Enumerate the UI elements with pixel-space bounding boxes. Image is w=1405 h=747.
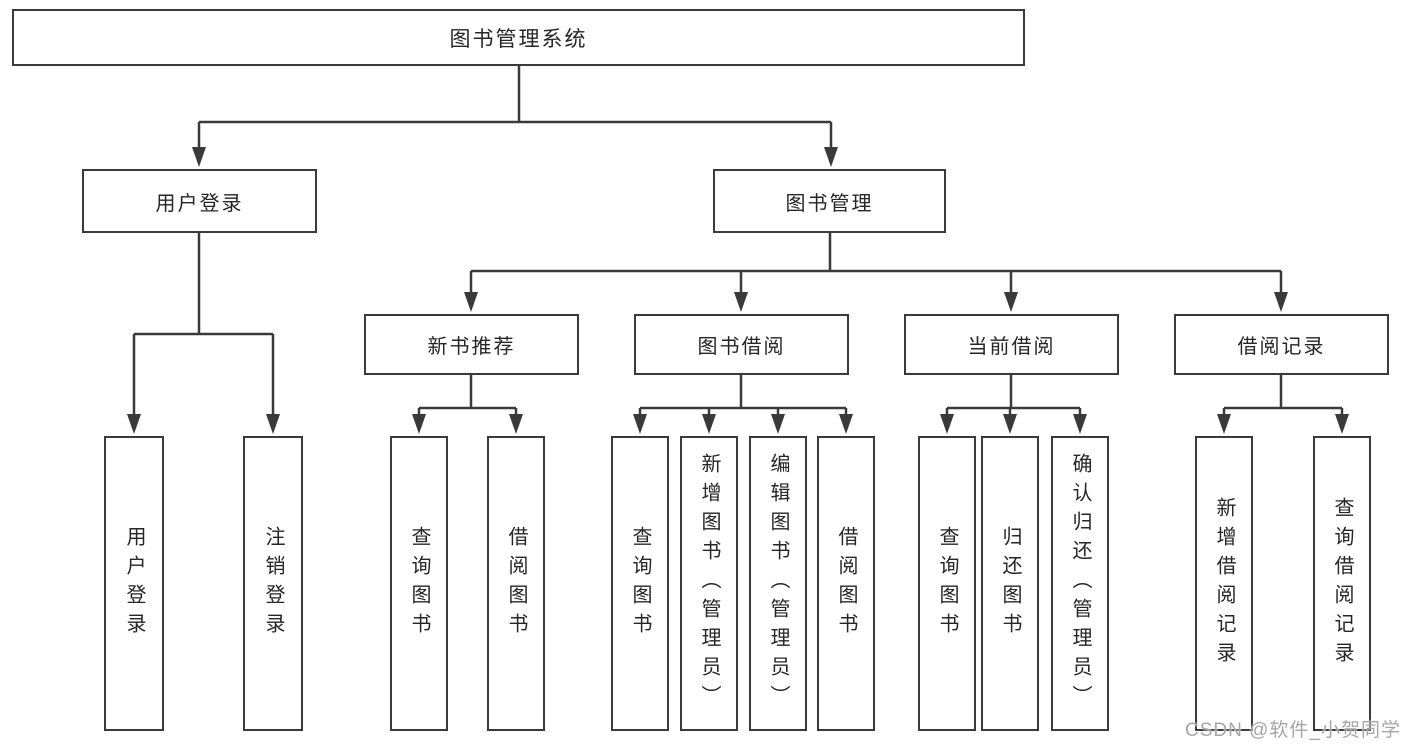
arrowhead-down-icon — [1073, 414, 1087, 434]
leaf-label: 查询图书 — [936, 525, 958, 642]
leaf-label: 用户登录 — [123, 525, 145, 642]
arrowhead-down-icon — [412, 414, 426, 434]
arrowhead-down-icon — [1274, 292, 1288, 312]
leaf-label: 注销登录 — [262, 525, 284, 642]
leaf-query-borrow-record: 查询借阅记录 — [1313, 436, 1371, 731]
arrowhead-down-icon — [702, 414, 716, 434]
leaf-label: 借阅图书 — [505, 525, 527, 642]
node-label: 图书借阅 — [697, 336, 786, 358]
arrowhead-down-icon — [192, 147, 206, 167]
node-label: 新书推荐 — [427, 336, 516, 358]
leaf-label: 新增图书（管理员） — [698, 453, 720, 714]
arrowhead-down-icon — [633, 414, 647, 434]
leaf-label: 归还图书 — [999, 525, 1021, 642]
leaf-query-books-recommend: 查询图书 — [390, 436, 448, 731]
node-current-borrowing: 当前借阅 — [904, 314, 1119, 375]
leaf-label: 查询借阅记录 — [1331, 496, 1353, 671]
node-user-login: 用户登录 — [82, 169, 317, 233]
leaf-label: 查询图书 — [629, 525, 651, 642]
arrowhead-down-icon — [1217, 414, 1231, 434]
node-book-borrowing: 图书借阅 — [634, 314, 849, 375]
arrowhead-down-icon — [127, 414, 141, 434]
arrowhead-down-icon — [1003, 414, 1017, 434]
arrowhead-down-icon — [839, 414, 853, 434]
leaf-logout: 注销登录 — [243, 436, 303, 731]
arrowhead-down-icon — [266, 414, 280, 434]
arrowhead-down-icon — [824, 147, 838, 167]
node-label: 当前借阅 — [967, 336, 1056, 358]
leaf-label: 新增借阅记录 — [1213, 496, 1235, 671]
leaf-confirm-return-admin: 确认归还（管理员） — [1051, 436, 1109, 731]
node-label: 借阅记录 — [1237, 336, 1326, 358]
arrowhead-down-icon — [734, 292, 748, 312]
leaf-label: 编辑图书（管理员） — [767, 453, 789, 714]
leaf-add-book-admin: 新增图书（管理员） — [680, 436, 738, 731]
leaf-label: 确认归还（管理员） — [1069, 453, 1091, 714]
leaf-edit-book-admin: 编辑图书（管理员） — [749, 436, 807, 731]
leaf-return-books: 归还图书 — [981, 436, 1039, 731]
arrowhead-down-icon — [509, 414, 523, 434]
leaf-query-books-borrow: 查询图书 — [611, 436, 669, 731]
leaf-label: 查询图书 — [408, 525, 430, 642]
arrowhead-down-icon — [940, 414, 954, 434]
leaf-add-borrow-record: 新增借阅记录 — [1195, 436, 1253, 731]
node-new-book-recommendation: 新书推荐 — [364, 314, 579, 375]
leaf-label: 借阅图书 — [835, 525, 857, 642]
node-label: 图书管理 — [785, 192, 874, 215]
arrowhead-down-icon — [771, 414, 785, 434]
csdn-watermark: CSDN @软件_小贺同学 — [1185, 720, 1401, 741]
leaf-user-login: 用户登录 — [104, 436, 164, 731]
leaf-borrow-books: 借阅图书 — [817, 436, 875, 731]
node-label: 用户登录 — [155, 192, 244, 215]
leaf-query-books-current: 查询图书 — [918, 436, 976, 731]
arrowhead-down-icon — [1004, 292, 1018, 312]
node-borrowing-records: 借阅记录 — [1174, 314, 1389, 375]
arrowhead-down-icon — [1335, 414, 1349, 434]
leaf-borrow-books-recommend: 借阅图书 — [487, 436, 545, 731]
node-library-management-system: 图书管理系统 — [12, 9, 1025, 66]
arrowhead-down-icon — [464, 292, 478, 312]
node-label: 图书管理系统 — [449, 27, 588, 51]
node-book-management: 图书管理 — [713, 169, 946, 233]
